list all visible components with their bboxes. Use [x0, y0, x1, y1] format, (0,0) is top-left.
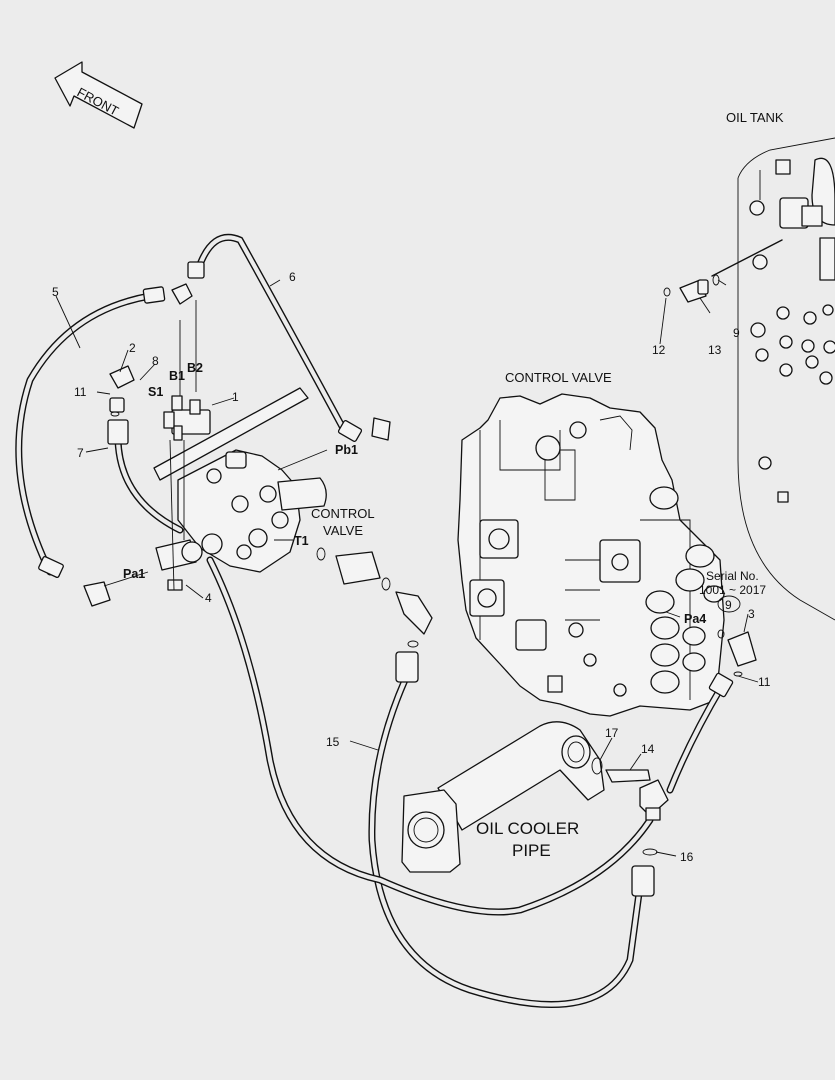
- hose-lines: [15, 233, 726, 1009]
- port-t1: T1: [294, 534, 309, 548]
- callout-15: 15: [326, 735, 340, 749]
- oil-cooler-pipe: [401, 721, 605, 873]
- oil-cooler-title-1: OIL COOLER: [476, 819, 579, 838]
- callout-2: 2: [129, 341, 136, 355]
- callout-3: 3: [748, 607, 755, 621]
- callout-14: 14: [641, 742, 655, 756]
- port-b1: B1: [169, 369, 185, 383]
- callout-9: 9: [733, 326, 740, 340]
- hose-fittings: [38, 261, 757, 897]
- control-valve-title: CONTROL VALVE: [505, 370, 612, 385]
- aux-control-valve: [153, 300, 327, 591]
- t1-fitting-chain: [316, 547, 433, 648]
- callout-6: 6: [289, 270, 296, 284]
- oil-tank: [711, 137, 835, 621]
- callout-8: 8: [152, 354, 159, 368]
- port-pa1: Pa1: [123, 567, 145, 581]
- callout-9-circled: 9: [725, 598, 732, 612]
- callout-17: 17: [605, 726, 619, 740]
- serial-circle: [717, 595, 741, 613]
- aux-valve-title-1: CONTROL: [311, 506, 375, 521]
- port-s1: S1: [148, 385, 163, 399]
- port-b2: B2: [187, 361, 203, 375]
- callout-11-left: 11: [74, 385, 87, 399]
- oil-tank-title: OIL TANK: [726, 110, 784, 125]
- serial-line-1: Serial No.: [706, 569, 759, 583]
- port-pb1: Pb1: [335, 443, 358, 457]
- callout-16: 16: [680, 850, 694, 864]
- oil-cooler-title-2: PIPE: [512, 841, 551, 860]
- callout-12: 12: [652, 343, 666, 357]
- callout-7: 7: [77, 446, 84, 460]
- callout-1: 1: [232, 390, 239, 404]
- leader-lines: [55, 279, 759, 857]
- callout-4: 4: [205, 591, 212, 605]
- port-pa4: Pa4: [684, 612, 706, 626]
- serial-line-2: 1001 ~ 2017: [699, 583, 766, 597]
- aux-valve-title-2: VALVE: [323, 523, 363, 538]
- callout-5: 5: [52, 285, 59, 299]
- main-control-valve: [457, 393, 725, 717]
- callout-13: 13: [708, 343, 722, 357]
- callout-11-right: 11: [758, 675, 771, 689]
- front-arrow: FRONT: [54, 61, 143, 129]
- tank-fitting-group: [663, 274, 720, 303]
